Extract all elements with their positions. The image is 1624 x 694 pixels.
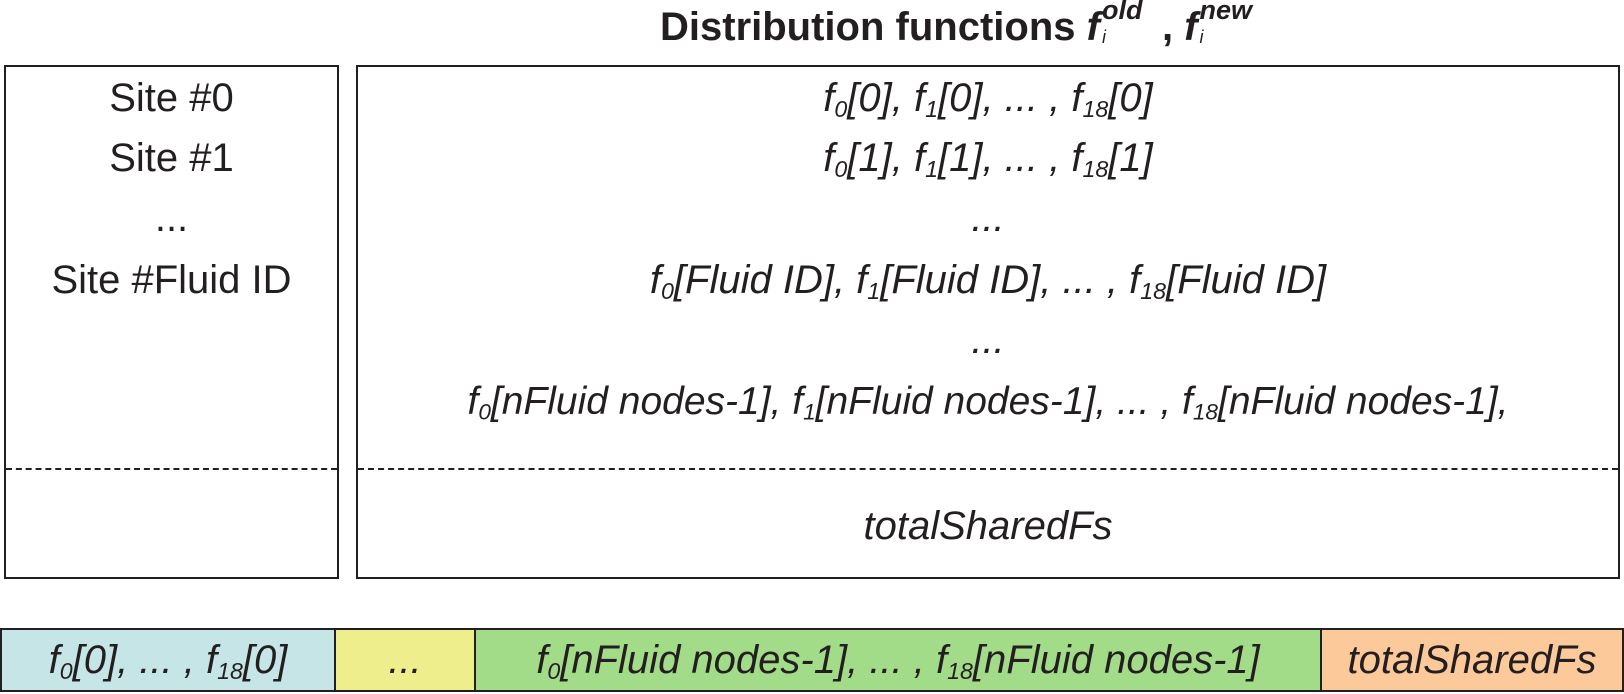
bar-segment-first-site-f-0: f [48,637,60,682]
df-row-1-index-0: [1], [847,136,914,180]
right-box-divider [358,468,1618,470]
bar-segment-shared-fs: totalSharedFs [1320,628,1624,692]
df-row-last-index-2: [nFluid nodes-1], [1218,380,1509,423]
title-text: Distribution functions [660,5,1076,49]
df-row-1-f-1: f [913,136,926,180]
site-line-ellipsis: ... [154,196,189,240]
df-row-0-f-2: f [1071,76,1083,120]
df-row-0-subscript-0: 0 [834,95,848,122]
df-row-fluid-id-subscript-1: 1 [867,277,881,304]
df-row-1: f0[1], f1[1], ... , f18[1] [358,133,1618,183]
df-row-last-subscript-0: 0 [478,399,491,425]
df-row-fluid-id-index-2: [Fluid ID] [1166,258,1327,302]
bar-segment-last-site-subscript-1: 18 [947,657,973,684]
df-row-ellipsis-1: ... [971,196,1005,240]
df-row-ellipsis-2: ... [971,318,1005,362]
df-row-1-f-0: f [823,136,835,180]
title-f-new: f [1184,5,1198,49]
title-new-sup: new [1199,0,1253,25]
total-shared-fs-label: totalSharedFs [863,504,1113,548]
df-row-fluid-id-index-0: [Fluid ID], [673,258,857,302]
df-row-0: f0[0], f1[0], ... , f18[0] [358,73,1618,123]
title-separator: , [1161,5,1174,49]
df-row-1-index-2: [1] [1108,136,1153,180]
df-row-0-subscript-1: 1 [925,95,938,122]
df-row-fluid-id-f-0: f [649,258,661,302]
df-row-fluid-id-subscript-0: 0 [661,277,674,304]
df-row-last: f0[nFluid nodes-1], f1[nFluid nodes-1], … [358,377,1618,427]
bar-segment-first-site-label: f0[0], ... , f18[0] [49,638,288,683]
df-row-fluid-id-subscript-2: 18 [1140,277,1167,304]
bar-segment-ellipsis-label: ... [388,637,422,682]
df-row-last-f-2: f [1182,380,1193,423]
bar-segment-first-site-subscript-0: 0 [59,657,73,684]
site-line-fluid-id: Site #Fluid ID [51,258,292,302]
bar-segment-last-site-f-1: f [936,637,948,682]
df-row-1-subscript-0: 0 [834,155,848,182]
df-row-last-index-1: [nFluid nodes-1], ... , [815,380,1183,423]
bar-segment-shared-fs-label: totalSharedFs [1347,637,1597,682]
df-row-0-index-0: [0], [847,76,914,120]
df-row-0-f-0: f [823,76,835,120]
bar-segment-first-site-subscript-1: 18 [217,657,243,684]
bar-segment-last-site-index-0: [nFluid nodes-1], ... , [560,637,936,682]
df-row-1-subscript-1: 1 [925,155,938,182]
bar-segment-last-site-f-0: f [536,637,548,682]
left-box-divider [6,468,337,470]
df-row-last-index-0: [nFluid nodes-1], [490,380,793,423]
df-row-0-subscript-2: 18 [1082,95,1109,122]
df-row-fluid-id-index-1: [Fluid ID], ... , [880,258,1130,302]
bar-segment-first-site-index-1: [0] [242,637,288,682]
title-old-sub: i [1101,27,1106,47]
bar-segment-last-site-subscript-0: 0 [547,657,561,684]
site-list-box: Site #0 Site #1 ... Site #Fluid ID [4,65,339,579]
df-row-0-f-1: f [913,76,926,120]
bar-segment-ellipsis: ... [334,628,476,692]
df-row-fluid-id-f-1: f [856,258,868,302]
df-row-1-f-2: f [1071,136,1083,180]
df-row-1-subscript-2: 18 [1082,155,1109,182]
df-row-0-index-1: [0], ... , [937,76,1072,120]
df-row-fluid-id: f0[Fluid ID], f1[Fluid ID], ... , f18[Fl… [358,255,1618,305]
site-line-1: Site #1 [109,136,234,180]
bar-segment-last-site-label: f0[nFluid nodes-1], ... , f18[nFluid nod… [536,638,1260,683]
bar-segment-first-site-f-1: f [206,637,218,682]
df-row-0-index-2: [0] [1108,76,1153,120]
distribution-functions-box: f0[0], f1[0], ... , f18[0] f0[1], f1[1],… [356,65,1620,579]
df-row-last-subscript-1: 1 [803,399,816,425]
df-row-fluid-id-f-2: f [1129,258,1141,302]
bar-segment-last-site: f0[nFluid nodes-1], ... , f18[nFluid nod… [474,628,1322,692]
bar-segment-first-site: f0[0], ... , f18[0] [0,628,336,692]
bar-segment-last-site-index-1: [nFluid nodes-1] [972,637,1260,682]
title-f-old: f [1086,5,1100,49]
df-row-last-subscript-2: 18 [1192,399,1219,425]
df-row-1-index-1: [1], ... , [937,136,1072,180]
title-new-sub: i [1199,27,1204,47]
df-row-last-f-0: f [467,380,479,423]
df-row-last-f-1: f [792,380,804,423]
title-old-sup: old [1101,0,1143,25]
site-line-0: Site #0 [109,76,234,120]
bar-segment-first-site-index-0: [0], ... , [72,637,206,682]
